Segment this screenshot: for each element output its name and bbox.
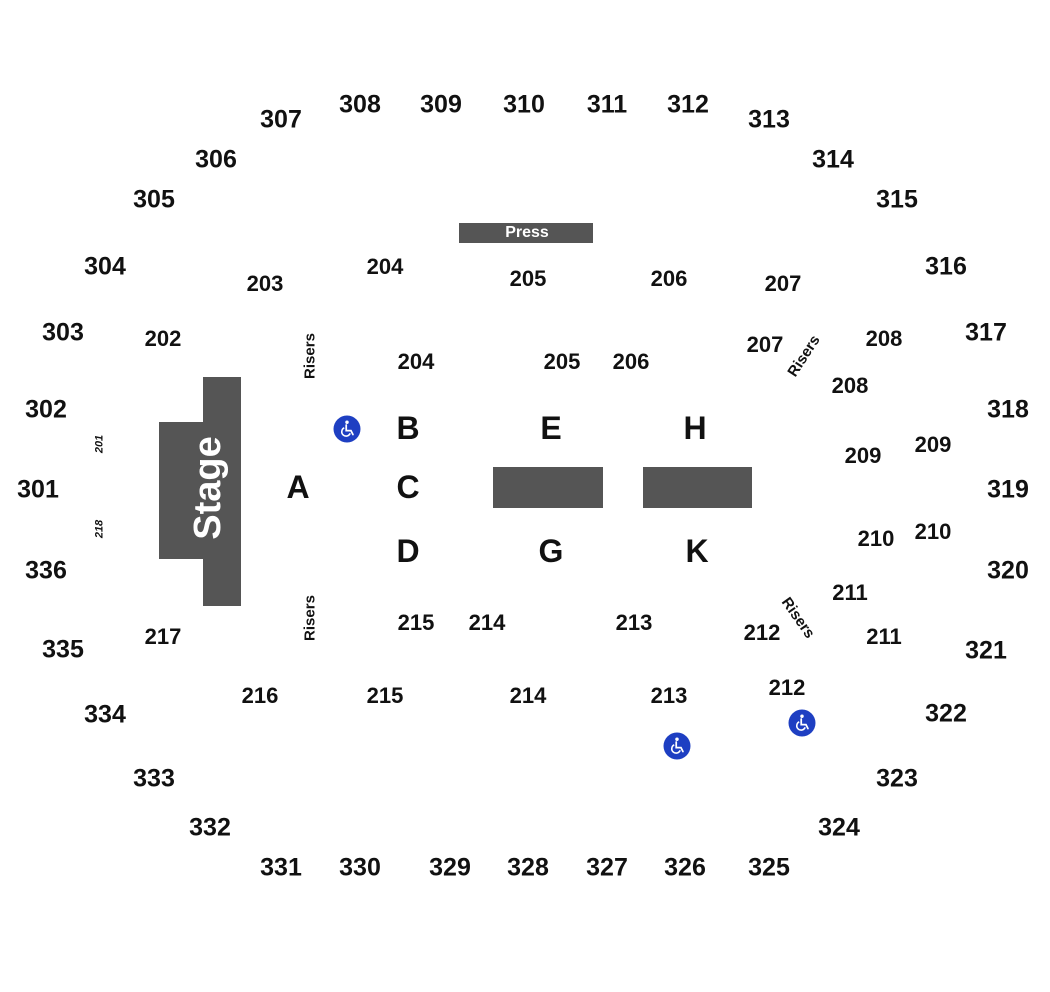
section-212-upper[interactable]: 212	[743, 620, 781, 645]
section-310[interactable]: 310	[503, 90, 545, 119]
press-label: Press	[505, 224, 549, 241]
section-325[interactable]: 325	[748, 853, 790, 882]
section-208-lower[interactable]: 208	[831, 373, 869, 398]
floor-mix-block-right	[643, 467, 752, 508]
floor-section-c[interactable]: C	[396, 469, 420, 505]
section-212-lower[interactable]: 212	[768, 675, 806, 700]
section-305[interactable]: 305	[133, 185, 175, 214]
section-307[interactable]: 307	[260, 105, 302, 134]
risers-label-upper-left: Risers	[301, 333, 319, 379]
section-215-upper[interactable]: 215	[397, 610, 435, 635]
section-204-lower[interactable]: 204	[397, 349, 435, 374]
section-327[interactable]: 327	[586, 853, 628, 882]
section-209-left[interactable]: 209	[844, 443, 882, 468]
section-213-lower[interactable]: 213	[650, 683, 688, 708]
section-312[interactable]: 312	[667, 90, 709, 119]
section-314[interactable]: 314	[812, 145, 854, 174]
section-304[interactable]: 304	[84, 252, 126, 281]
section-303[interactable]: 303	[42, 318, 84, 347]
section-331[interactable]: 331	[260, 853, 302, 882]
stage-back-block	[203, 377, 241, 606]
risers-label-lower-right: Risers	[777, 594, 819, 642]
section-207-upper[interactable]: 207	[764, 271, 802, 296]
wheelchair-icon	[333, 415, 361, 443]
section-306[interactable]: 306	[195, 145, 237, 174]
section-322[interactable]: 322	[925, 699, 967, 728]
section-308[interactable]: 308	[339, 90, 381, 119]
section-318[interactable]: 318	[987, 395, 1029, 424]
section-218[interactable]: 218	[93, 519, 106, 539]
floor-section-h[interactable]: H	[683, 410, 707, 446]
section-214-lower[interactable]: 214	[509, 683, 547, 708]
section-319[interactable]: 319	[987, 475, 1029, 504]
section-334[interactable]: 334	[84, 700, 126, 729]
section-209-right[interactable]: 209	[914, 432, 952, 457]
risers-label-upper-right: Risers	[784, 332, 824, 380]
press-box	[459, 223, 593, 243]
stage-label: Stage	[187, 436, 229, 540]
section-313[interactable]: 313	[748, 105, 790, 134]
section-211-upper[interactable]: 211	[832, 580, 868, 605]
section-320[interactable]: 320	[987, 556, 1029, 585]
section-315[interactable]: 315	[876, 185, 918, 214]
section-216[interactable]: 216	[241, 683, 279, 708]
section-215-lower[interactable]: 215	[366, 683, 404, 708]
section-328[interactable]: 328	[507, 853, 549, 882]
section-301[interactable]: 301	[17, 475, 59, 504]
section-207-lower[interactable]: 207	[746, 332, 784, 357]
section-332[interactable]: 332	[189, 813, 231, 842]
section-203[interactable]: 203	[246, 271, 284, 296]
stage-front-block	[159, 422, 207, 559]
floor-section-b[interactable]: B	[396, 410, 420, 446]
section-323[interactable]: 323	[876, 764, 918, 793]
section-324[interactable]: 324	[818, 813, 860, 842]
floor-section-k[interactable]: K	[685, 533, 709, 569]
section-211-lower[interactable]: 211	[866, 624, 902, 649]
section-321[interactable]: 321	[965, 636, 1007, 665]
section-210-left[interactable]: 210	[857, 526, 895, 551]
section-204-upper[interactable]: 204	[366, 254, 404, 279]
section-311[interactable]: 311	[586, 90, 628, 119]
floor-section-a[interactable]: A	[286, 469, 310, 505]
section-335[interactable]: 335	[42, 635, 84, 664]
wheelchair-icon	[663, 732, 691, 760]
section-316[interactable]: 316	[925, 252, 967, 281]
section-202[interactable]: 202	[144, 326, 182, 351]
section-333[interactable]: 333	[133, 764, 175, 793]
wheelchair-icon	[788, 709, 816, 737]
section-336[interactable]: 336	[25, 556, 67, 585]
section-330[interactable]: 330	[339, 853, 381, 882]
section-329[interactable]: 329	[429, 853, 471, 882]
section-326[interactable]: 326	[664, 853, 706, 882]
section-201[interactable]: 201	[93, 434, 106, 454]
section-208-upper[interactable]: 208	[865, 326, 903, 351]
section-206-upper[interactable]: 206	[650, 266, 688, 291]
risers-label-lower-left: Risers	[301, 595, 319, 641]
section-309[interactable]: 309	[420, 90, 462, 119]
floor-section-d[interactable]: D	[396, 533, 420, 569]
section-217[interactable]: 217	[144, 624, 182, 649]
section-206-lower[interactable]: 206	[612, 349, 650, 374]
floor-section-g[interactable]: G	[538, 533, 564, 569]
section-302[interactable]: 302	[25, 395, 67, 424]
section-214-upper[interactable]: 214	[468, 610, 506, 635]
section-317[interactable]: 317	[965, 318, 1007, 347]
section-210-right[interactable]: 210	[914, 519, 952, 544]
floor-section-e[interactable]: E	[540, 410, 562, 446]
section-213-upper[interactable]: 213	[615, 610, 653, 635]
section-205-lower[interactable]: 205	[543, 349, 581, 374]
section-205-upper[interactable]: 205	[509, 266, 547, 291]
floor-mix-block-left	[493, 467, 603, 508]
